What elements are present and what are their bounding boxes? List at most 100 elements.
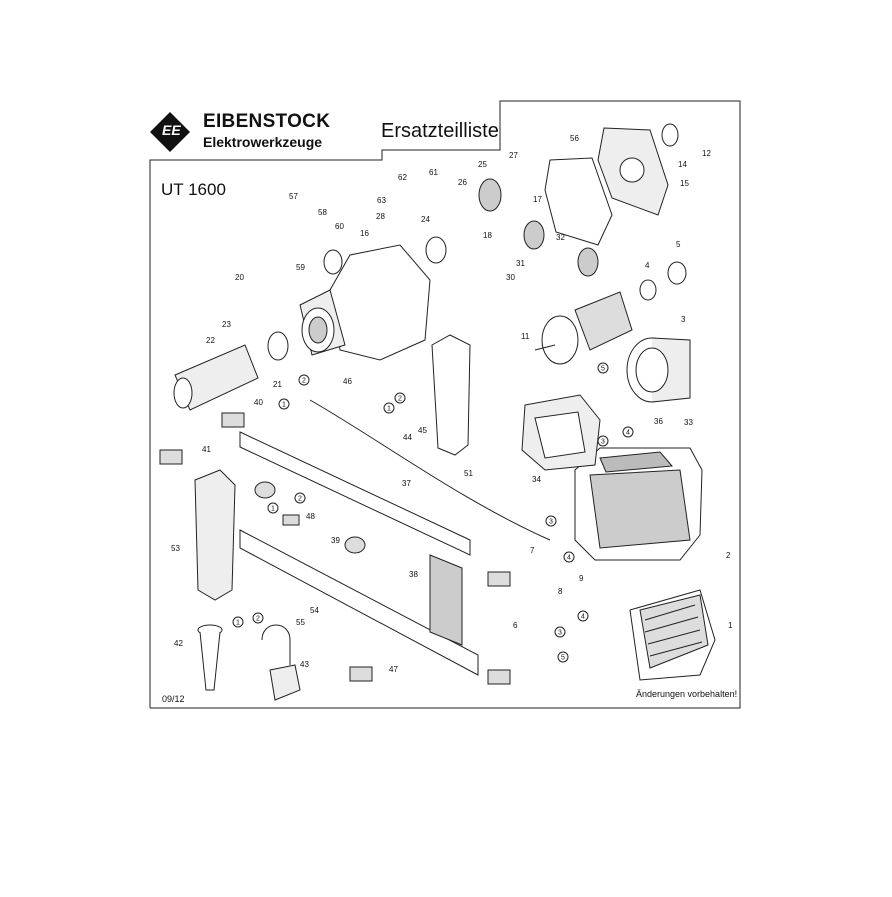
gear-parts xyxy=(267,123,687,361)
svg-text:3: 3 xyxy=(558,630,562,637)
callout-17: 17 xyxy=(533,195,542,204)
svg-text:2: 2 xyxy=(256,616,260,623)
callout-58: 58 xyxy=(318,208,327,217)
wire-marker-3-0: 3 xyxy=(545,515,557,527)
callout-37: 37 xyxy=(402,479,411,488)
callout-38: 38 xyxy=(409,570,418,579)
callout-40: 40 xyxy=(254,398,263,407)
wire-marker-2-0: 2 xyxy=(298,374,310,386)
callout-8: 8 xyxy=(558,587,563,596)
callout-53: 53 xyxy=(171,544,180,553)
wire-marker-4-2: 4 xyxy=(577,610,589,622)
callout-5: 5 xyxy=(676,240,681,249)
gearbox-body-part xyxy=(299,244,431,361)
wire-marker-2-1: 2 xyxy=(294,492,306,504)
svg-text:4: 4 xyxy=(581,614,585,621)
fan-ring-part xyxy=(626,337,691,403)
svg-text:5: 5 xyxy=(561,655,565,662)
wire-marker-1-3: 1 xyxy=(232,616,244,628)
diagram-frame xyxy=(149,100,741,709)
wire-marker-1-2: 1 xyxy=(383,402,395,414)
callout-4: 4 xyxy=(645,261,650,270)
callout-21: 21 xyxy=(273,380,282,389)
callout-18: 18 xyxy=(483,231,492,240)
svg-text:1: 1 xyxy=(236,620,240,627)
callout-51: 51 xyxy=(464,469,473,478)
svg-text:2: 2 xyxy=(398,396,402,403)
callout-12: 12 xyxy=(702,149,711,158)
power-plug-part xyxy=(261,624,301,701)
svg-text:4: 4 xyxy=(567,555,571,562)
motor-housing-part xyxy=(629,589,716,681)
part-callout-labels: 1234567891112141516171820212223242526272… xyxy=(171,134,733,674)
callout-47: 47 xyxy=(389,665,398,674)
callout-32: 32 xyxy=(556,233,565,242)
callout-30: 30 xyxy=(506,273,515,282)
svg-text:2: 2 xyxy=(298,496,302,503)
callout-54: 54 xyxy=(310,606,319,615)
callout-34: 34 xyxy=(532,475,541,484)
callout-9: 9 xyxy=(579,574,584,583)
date-code: 09/12 xyxy=(162,694,185,704)
svg-text:4: 4 xyxy=(626,430,630,437)
callout-55: 55 xyxy=(296,618,305,627)
callout-61: 61 xyxy=(429,168,438,177)
callout-57: 57 xyxy=(289,192,298,201)
gasket-part xyxy=(544,157,613,246)
callout-26: 26 xyxy=(458,178,467,187)
callout-23: 23 xyxy=(222,320,231,329)
callout-39: 39 xyxy=(331,536,340,545)
svg-text:3: 3 xyxy=(601,439,605,446)
wire-marker-5-1: 5 xyxy=(557,651,569,663)
callout-31: 31 xyxy=(516,259,525,268)
wire-marker-1-0: 1 xyxy=(278,398,290,410)
callout-60: 60 xyxy=(335,222,344,231)
pad-parts xyxy=(159,412,511,685)
wire-marker-3-1: 3 xyxy=(597,435,609,447)
callout-1: 1 xyxy=(728,621,733,630)
cable-part xyxy=(309,399,551,541)
callout-28: 28 xyxy=(376,212,385,221)
svg-text:1: 1 xyxy=(282,402,286,409)
callout-63: 63 xyxy=(377,196,386,205)
callout-48: 48 xyxy=(306,512,315,521)
callout-16: 16 xyxy=(360,229,369,238)
callout-22: 22 xyxy=(206,336,215,345)
flange-part xyxy=(597,127,669,216)
stator-part xyxy=(521,394,601,471)
gear-housing-part xyxy=(574,447,703,561)
callout-33: 33 xyxy=(684,418,693,427)
wire-marker-2-2: 2 xyxy=(394,392,406,404)
callout-43: 43 xyxy=(300,660,309,669)
callout-46: 46 xyxy=(343,377,352,386)
svg-text:1: 1 xyxy=(387,406,391,413)
wire-marker-2-3: 2 xyxy=(252,612,264,624)
callout-11: 11 xyxy=(521,332,530,341)
logo-letters: EE xyxy=(162,122,181,138)
callout-6: 6 xyxy=(513,621,518,630)
callout-62: 62 xyxy=(398,173,407,182)
svg-text:1: 1 xyxy=(271,506,275,513)
callout-25: 25 xyxy=(478,160,487,169)
callout-42: 42 xyxy=(174,639,183,648)
callout-27: 27 xyxy=(509,151,518,160)
brand-name: EIBENSTOCK xyxy=(203,111,331,132)
callout-20: 20 xyxy=(235,273,244,282)
rotor-part xyxy=(534,291,633,365)
wire-marker-4-1: 4 xyxy=(622,426,634,438)
wire-marker-5-0: 5 xyxy=(597,362,609,374)
callout-59: 59 xyxy=(296,263,305,272)
disclaimer-note: Änderungen vorbehalten! xyxy=(636,689,738,699)
tube-part xyxy=(197,624,223,691)
callout-56: 56 xyxy=(570,134,579,143)
eibenstock-logo-icon: EE xyxy=(150,112,190,152)
svg-text:2: 2 xyxy=(302,378,306,385)
handle-part xyxy=(194,334,471,601)
callout-24: 24 xyxy=(421,215,430,224)
brand-subtitle: Elektrowerkzeuge xyxy=(203,134,323,150)
model-name: UT 1600 xyxy=(161,180,226,199)
svg-text:5: 5 xyxy=(601,366,605,373)
callout-3: 3 xyxy=(681,315,686,324)
